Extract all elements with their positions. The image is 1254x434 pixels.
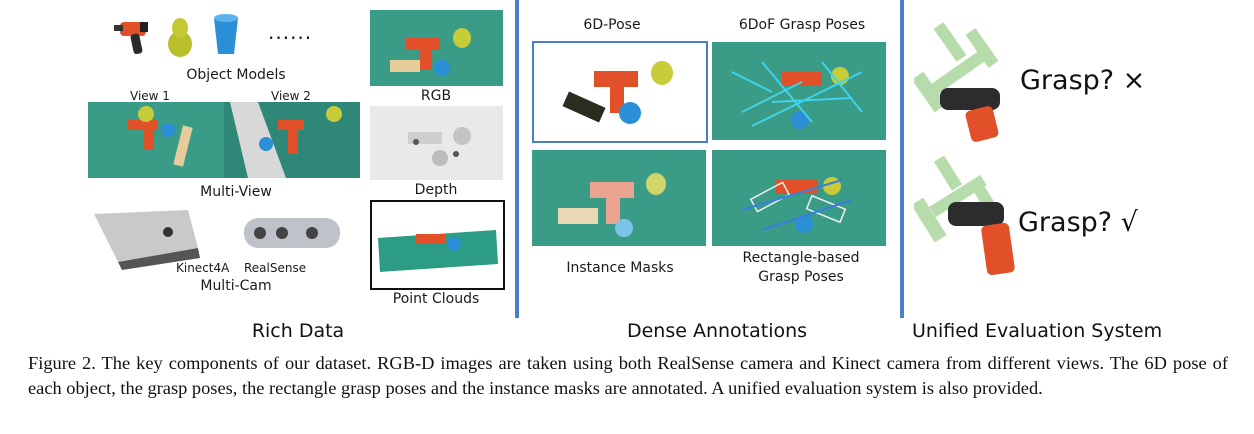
object-models-icons — [114, 14, 238, 57]
point-clouds-label: Point Clouds — [392, 291, 480, 307]
dense-annotations-title: Dense Annotations — [626, 320, 808, 342]
rect-grasp-label-line2: Grasp Poses — [758, 269, 844, 285]
instance-masks-label: Instance Masks — [566, 260, 674, 276]
grasp-good-text: Grasp? √ — [1018, 207, 1138, 238]
bad-grasp-illustration — [914, 22, 1000, 142]
section-divider-right — [900, 0, 904, 318]
rectangle-grasp-image — [712, 150, 886, 246]
drill-icon — [948, 202, 1015, 276]
6dof-grasp-label: 6DoF Grasp Poses — [738, 17, 866, 33]
cup-model-icon — [214, 14, 238, 54]
rgb-label: RGB — [420, 88, 452, 104]
camera-devices — [94, 210, 340, 270]
multi-view-label: Multi-View — [200, 184, 272, 200]
kinect-label: Kinect4A — [176, 261, 230, 275]
figure-caption: Figure 2. The key components of our data… — [28, 353, 1228, 398]
view1-label: View 1 — [130, 89, 170, 103]
section-divider-left — [515, 0, 519, 318]
kinect-camera-icon — [94, 210, 200, 270]
6d-pose-label: 6D-Pose — [583, 17, 641, 33]
object-models-label: Object Models — [186, 67, 286, 83]
good-grasp-illustration — [914, 155, 1015, 276]
multi-view-image — [88, 102, 360, 178]
grasp-bad-text: Grasp? × — [1020, 65, 1146, 96]
multi-cam-label: Multi-Cam — [200, 278, 272, 294]
rich-data-title: Rich Data — [251, 320, 345, 342]
realsense-camera-icon — [244, 218, 340, 248]
ellipsis: ...... — [268, 20, 313, 44]
rgb-image — [370, 10, 503, 86]
depth-label: Depth — [414, 182, 458, 198]
gripper-icon — [914, 22, 999, 113]
point-cloud-image — [370, 200, 505, 290]
depth-image — [370, 106, 503, 180]
realsense-label: RealSense — [244, 261, 307, 275]
drill-icon — [940, 88, 1000, 142]
6dof-grasp-image — [712, 42, 886, 140]
rect-grasp-label-line1: Rectangle-based — [742, 250, 860, 266]
6d-pose-image — [532, 41, 708, 143]
instance-masks-image — [532, 150, 706, 246]
drill-model-icon — [114, 22, 148, 55]
pear-model-icon — [168, 18, 192, 57]
view2-label: View 2 — [271, 89, 311, 103]
evaluation-title: Unified Evaluation System — [912, 320, 1163, 342]
